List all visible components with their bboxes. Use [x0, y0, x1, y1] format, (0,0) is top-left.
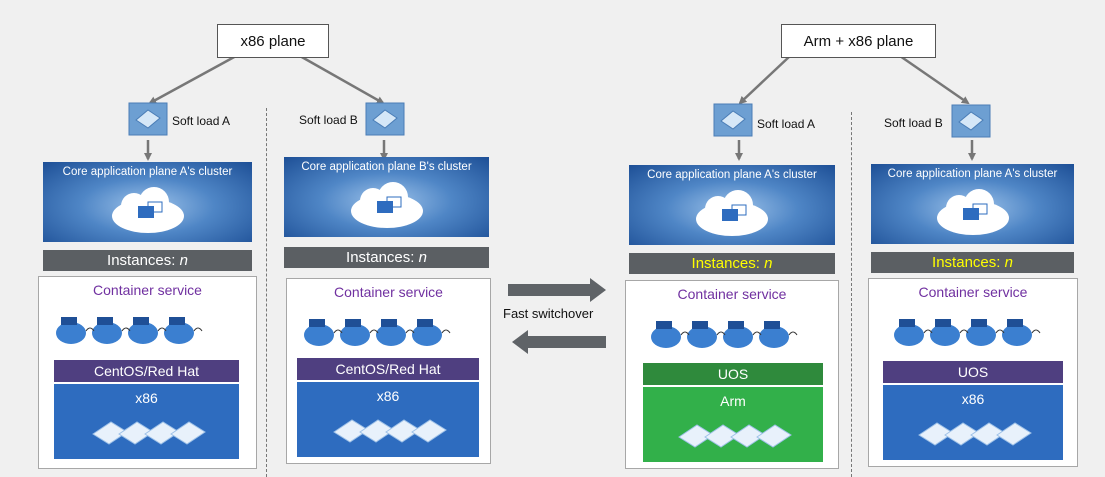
container-service-box: Container service UOS Arm [625, 280, 839, 469]
container-service-title: Container service [93, 282, 202, 298]
x86-plane-label: x86 plane [240, 32, 306, 50]
divider-right [851, 112, 852, 477]
instances-label: Instances: [932, 254, 1005, 271]
soft-load-label: Soft load B [884, 116, 943, 130]
cloud-icon [696, 190, 768, 236]
os-bar: UOS [643, 363, 823, 385]
instances-count: n [764, 255, 773, 272]
arrow-plane-to-load-a [148, 54, 237, 105]
arm-x86-plane-box: Arm + x86 plane [781, 24, 936, 58]
cloud-icon [936, 189, 1009, 235]
cluster-title: Core application plane B's cluster [301, 161, 472, 173]
container-whales-icon [894, 319, 1041, 346]
instances-label: Instances: [107, 252, 180, 269]
switch-arrow-right [508, 278, 606, 302]
server-rack-icon [91, 421, 206, 445]
container-service-box: Container service CentOS/Red Hat x86 [286, 278, 491, 464]
hardware-box: x86 [54, 384, 239, 459]
load-balancer-icon [713, 103, 753, 137]
cluster-panel: Core application plane B's cluster [284, 157, 489, 237]
container-service-title: Container service [677, 286, 787, 302]
container-whales-icon [304, 319, 451, 346]
cluster-title: Core application plane A's cluster [647, 169, 817, 181]
container-service-title: Container service [334, 284, 443, 300]
instances-bar: Instances: n [43, 250, 252, 271]
instances-count: n [1004, 254, 1013, 271]
container-whales-icon [651, 321, 798, 348]
divider-left [266, 108, 267, 477]
cluster-title: Core application plane A's cluster [62, 166, 233, 178]
hardware-label: Arm [720, 393, 746, 409]
server-rack-icon [678, 424, 792, 448]
x86-plane-box: x86 plane [217, 24, 329, 58]
container-service-box: Container service CentOS/Red Hat x86 [38, 276, 257, 469]
os-bar: CentOS/Red Hat [54, 360, 239, 382]
hardware-label: x86 [376, 388, 400, 404]
soft-load-label: Soft load B [299, 113, 358, 127]
instances-count: n [179, 252, 188, 269]
instances-count: n [418, 249, 427, 266]
cloud-icon [350, 182, 423, 228]
container-whales-icon [56, 317, 203, 344]
cluster-panel: Core application plane A's cluster [43, 162, 252, 242]
instances-label: Instances: [691, 255, 765, 272]
hardware-label: x86 [961, 391, 985, 407]
load-balancer-icon [951, 104, 991, 138]
cluster-panel: Core application plane A's cluster [871, 164, 1074, 244]
arm-x86-plane-label: Arm + x86 plane [803, 32, 914, 50]
instances-bar: Instances: n [284, 247, 489, 268]
instances-label: Instances: [346, 249, 419, 266]
os-bar: UOS [883, 361, 1063, 383]
container-service-box: Container service UOS x86 [868, 278, 1078, 467]
arrow-plane-to-load-b [299, 54, 385, 105]
hardware-box: Arm [643, 387, 823, 462]
server-rack-icon [918, 422, 1032, 446]
arrow-plane-to-load-a-right [738, 55, 791, 105]
os-bar: CentOS/Red Hat [297, 358, 479, 380]
soft-load-label: Soft load A [172, 114, 231, 128]
load-balancer-icon [128, 102, 168, 136]
fast-switchover-label: Fast switchover [503, 306, 594, 321]
cluster-title: Core application plane A's cluster [887, 168, 1058, 180]
arrow-plane-to-load-b-right [899, 54, 970, 105]
hardware-box: x86 [297, 382, 479, 457]
instances-bar: Instances: n [871, 252, 1074, 273]
instances-bar: Instances: n [629, 253, 835, 274]
soft-load-label: Soft load A [757, 117, 816, 131]
load-balancer-icon [365, 102, 405, 136]
switch-arrow-left [512, 330, 606, 354]
cloud-icon [111, 187, 184, 233]
cluster-panel: Core application plane A's cluster [629, 165, 835, 245]
hardware-label: x86 [135, 390, 158, 406]
hardware-box: x86 [883, 385, 1063, 460]
container-service-title: Container service [918, 284, 1028, 300]
server-rack-icon [333, 419, 447, 443]
